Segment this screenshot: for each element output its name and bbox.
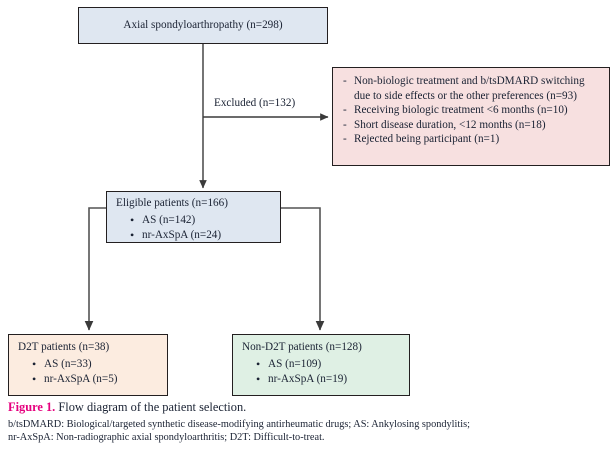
figure-footnote: b/tsDMARD: Biological/targeted synthetic… <box>8 418 608 445</box>
list-item: nr-AxSpA (n=24) <box>130 227 274 243</box>
list-item: Non-biologic treatment and b/tsDMARD swi… <box>341 74 603 103</box>
list-item: nr-AxSpA (n=5) <box>32 371 161 387</box>
figure-caption: Figure 1. Flow diagram of the patient se… <box>8 400 606 416</box>
d2t-breakdown-list: AS (n=33) nr-AxSpA (n=5) <box>18 356 161 387</box>
node-non-d2t-title: Non-D2T patients (n=128) <box>242 341 362 353</box>
node-axial-title: Axial spondyloarthropathy (n=298) <box>123 19 283 32</box>
non-d2t-breakdown-list: AS (n=109) nr-AxSpA (n=19) <box>242 356 403 387</box>
arrow-eligible-to-d2t <box>84 207 106 331</box>
node-non-d2t-patients: Non-D2T patients (n=128) AS (n=109) nr-A… <box>232 334 410 396</box>
exclusion-reason-list: Non-biologic treatment and b/tsDMARD swi… <box>341 74 603 147</box>
list-item: AS (n=142) <box>130 212 274 228</box>
figure-caption-text: Flow diagram of the patient selection. <box>55 400 247 414</box>
list-item: AS (n=33) <box>32 356 161 372</box>
node-axial-spondyloarthropathy: Axial spondyloarthropathy (n=298) <box>78 7 328 44</box>
node-eligible-patients: Eligible patients (n=166) AS (n=142) nr-… <box>106 191 281 243</box>
node-d2t-patients: D2T patients (n=38) AS (n=33) nr-AxSpA (… <box>8 334 168 396</box>
figure-caption-label: Figure 1. <box>8 400 56 414</box>
node-eligible-title: Eligible patients (n=166) <box>116 197 228 209</box>
edge-label-excluded: Excluded (n=132) <box>212 97 298 109</box>
list-item: Short disease duration, <12 months (n=18… <box>341 118 603 133</box>
list-item: AS (n=109) <box>256 356 403 372</box>
footnote-line-1: b/tsDMARD: Biological/targeted synthetic… <box>8 419 470 430</box>
node-d2t-title: D2T patients (n=38) <box>18 341 110 353</box>
footnote-line-2: nr-AxSpA: Non-radiographic axial spondyl… <box>8 432 325 444</box>
node-exclusion-reasons: Non-biologic treatment and b/tsDMARD swi… <box>332 67 610 166</box>
eligible-breakdown-list: AS (n=142) nr-AxSpA (n=24) <box>116 212 274 243</box>
list-item: Receiving biologic treatment <6 months (… <box>341 103 603 118</box>
arrow-eligible-to-nond2t <box>281 207 325 331</box>
list-item: nr-AxSpA (n=19) <box>256 371 403 387</box>
list-item: Rejected being participant (n=1) <box>341 132 603 147</box>
